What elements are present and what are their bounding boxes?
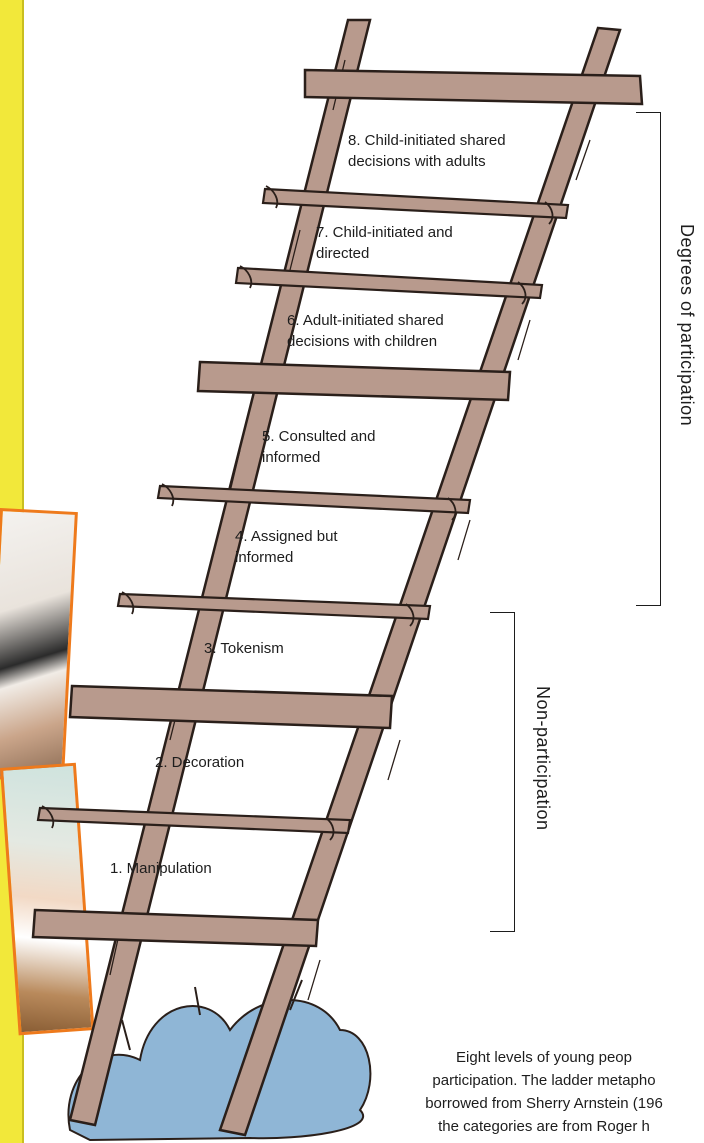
ladder-left-rail [68, 18, 372, 1127]
participation-label: Degrees of participation [677, 224, 697, 427]
non-participation-label: Non-participation [533, 686, 553, 831]
participation-bracket [636, 112, 661, 606]
ladder-boards [31, 68, 644, 948]
rung-label-8: 8. Child-initiated shared decisions with… [348, 132, 506, 170]
rung-label-7: 7. Child-initiated and directed [316, 224, 453, 262]
rung-label-4: 4. Assigned but informed [235, 528, 338, 566]
non-participation-bracket [490, 612, 515, 932]
rung-label-6: 6. Adult-initiated shared decisions with… [287, 312, 444, 350]
rung-label-3: 3. Tokenism [204, 640, 284, 657]
figure-caption: Eight levels of young peop participation… [425, 1049, 663, 1135]
ladder-right-rail [218, 26, 622, 1137]
rung-label-5: 5. Consulted and informed [262, 428, 376, 466]
ladder-rungs [36, 187, 570, 835]
rung-label-2: 2. Decoration [155, 754, 245, 771]
rope-ties [41, 185, 554, 841]
rung-label-1: 1. Manipulation [110, 860, 212, 877]
